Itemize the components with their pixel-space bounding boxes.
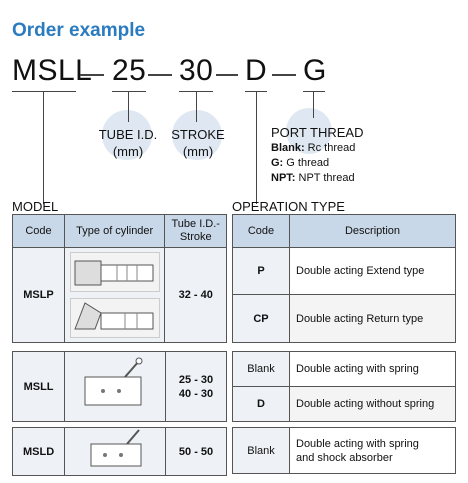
model-underline [12, 91, 76, 92]
cylinder-image-msld [64, 427, 167, 476]
cylinder-icon [90, 429, 142, 467]
op-code-cp: CP [232, 294, 290, 343]
code-dash [216, 74, 238, 76]
stroke-underline [179, 91, 213, 92]
op-desc-p: Double acting Extend type [289, 247, 456, 295]
stroke-label: STROKE (mm) [171, 127, 225, 159]
operation-section-title: OPERATION TYPE [232, 199, 345, 214]
cylinder-image-msll [64, 351, 167, 422]
op-code-p: P [232, 247, 290, 295]
op-desc-blank: Double acting with spring [289, 351, 456, 387]
operation-table-2: Blank Double acting with spring D Double… [232, 351, 456, 422]
tube-stroke-msld: 50 - 50 [165, 427, 227, 476]
model-table-1: Code Type of cylinder Tube I.D.- Stroke … [12, 214, 227, 343]
port-leader [313, 92, 314, 118]
model-table-3: MSLD 50 - 50 [11, 427, 227, 476]
op-code-blank: Blank [232, 351, 290, 387]
cylinder-icon [74, 260, 154, 286]
operation-underline [245, 91, 267, 92]
tube-stroke-msll: 25 - 30 40 - 30 [165, 351, 227, 422]
port-thread-label: PORT THREAD Blank: Rc thread G: G thread… [271, 125, 364, 184]
op-header-code: Code [232, 214, 290, 248]
model-table-2: MSLL 25 - 30 40 - 30 [11, 351, 227, 422]
code-dash [148, 74, 172, 76]
model-section-title: MODEL [12, 199, 59, 214]
model-code-mslp: MSLP [12, 247, 65, 343]
op-code-blank-shock: Blank [232, 427, 290, 474]
code-port: G [303, 54, 327, 87]
tube-bubble [102, 110, 152, 160]
code-dash [80, 74, 104, 76]
stroke-leader [196, 92, 197, 122]
cylinder-drawing [69, 252, 160, 292]
tube-stroke-mslp: 32 - 40 [164, 247, 227, 343]
header-code: Code [12, 214, 65, 248]
code-model: MSLL [12, 54, 93, 87]
op-header-description: Description [289, 214, 456, 248]
cylinder-icon [84, 357, 143, 406]
model-code-msld: MSLD [11, 427, 66, 476]
port-bubble [286, 108, 332, 154]
operation-table-1: Code Description P Double acting Extend … [232, 214, 456, 343]
op-desc-cp: Double acting Return type [289, 294, 456, 343]
op-code-d: D [232, 386, 290, 422]
cylinder-image-mslp [63, 247, 166, 343]
cylinder-drawing [69, 298, 160, 338]
model-leader [43, 92, 44, 204]
tube-underline [112, 91, 146, 92]
code-operation: D [245, 54, 268, 87]
header-type: Type of cylinder [63, 214, 166, 248]
tube-label: TUBE I.D. (mm) [98, 127, 158, 159]
header-tube-stroke: Tube I.D.- Stroke [164, 214, 227, 248]
port-underline [303, 91, 325, 92]
page-title: Order example [12, 20, 146, 41]
op-desc-d: Double acting without spring [289, 386, 456, 422]
operation-leader [256, 92, 257, 204]
stroke-bubble [172, 110, 222, 160]
code-stroke: 30 [179, 54, 214, 87]
op-desc-blank-shock: Double acting with spring and shock abso… [289, 427, 456, 474]
code-dash [272, 74, 296, 76]
tube-leader [128, 92, 129, 122]
cylinder-icon [73, 302, 154, 330]
code-tube: 25 [112, 54, 147, 87]
model-code-msll: MSLL [11, 351, 66, 422]
operation-table-3: Blank Double acting with spring and shoc… [232, 427, 456, 474]
